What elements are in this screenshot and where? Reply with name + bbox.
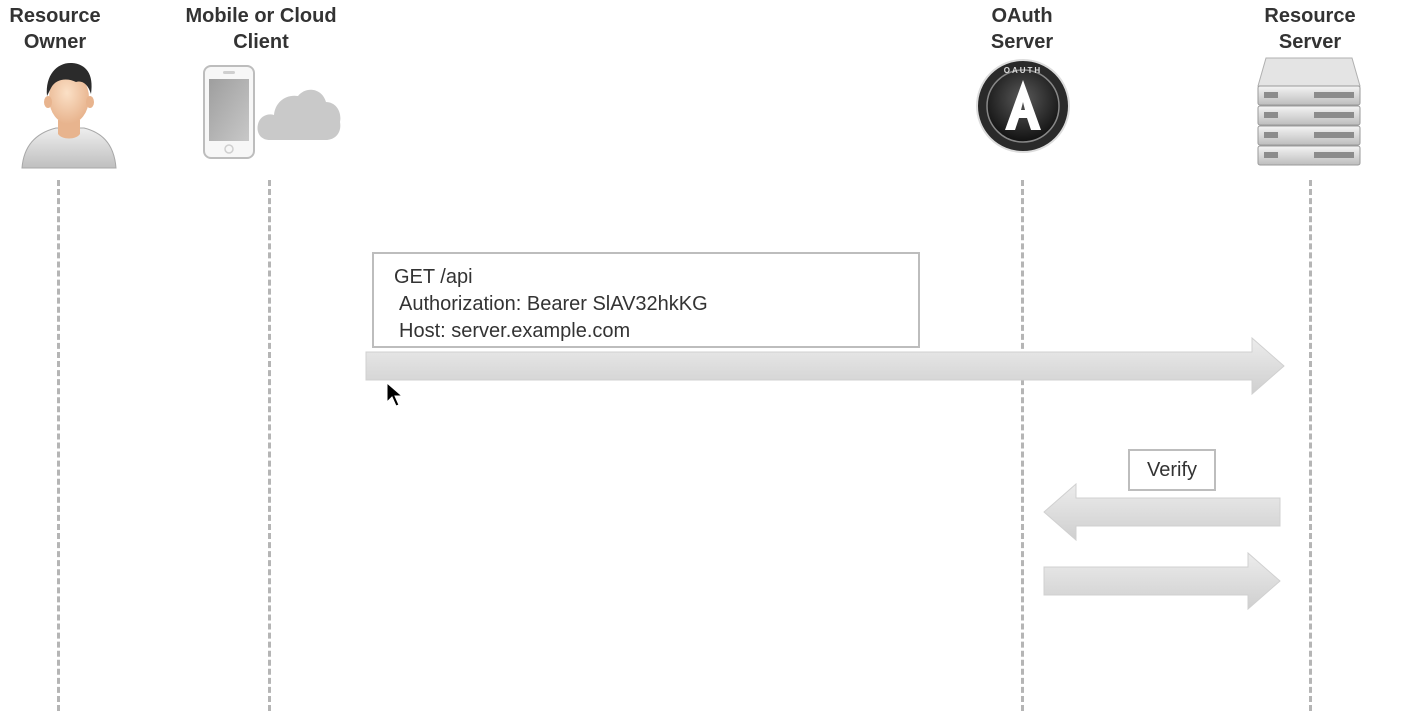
- verify-arrow: [1043, 482, 1281, 542]
- lifeline-resource-owner: [57, 180, 60, 711]
- actor-title-oauth-server: OAuth Server: [990, 5, 1054, 53]
- oauth-logo-icon: OAUTH: [976, 59, 1070, 153]
- actor-title-client: Mobile or Cloud Client: [185, 5, 337, 53]
- request-line-host: Host: server.example.com: [399, 320, 631, 342]
- actor-title-resource-owner: Resource Owner: [9, 5, 101, 53]
- oauth-logo-text: OAUTH: [1004, 66, 1042, 75]
- server-rack-icon: [1257, 57, 1361, 166]
- verify-label: Verify: [1146, 459, 1198, 481]
- request-line-method: GET /api: [394, 266, 473, 288]
- request-arrow: [365, 336, 1285, 396]
- cloud-icon: [257, 89, 341, 140]
- lifeline-oauth-server: [1021, 180, 1024, 711]
- request-message-box: GET /api Authorization: Bearer SlAV32hkK…: [372, 252, 920, 348]
- mouse-cursor-icon: [386, 382, 404, 407]
- verify-response-arrow: [1043, 551, 1281, 611]
- actor-title-resource-server: Resource Server: [1264, 5, 1356, 53]
- mobile-phone-icon: [203, 65, 255, 159]
- request-line-authorization: Authorization: Bearer SlAV32hkKG: [399, 293, 708, 315]
- user-icon: [21, 62, 117, 169]
- lifeline-client: [268, 180, 271, 711]
- lifeline-resource-server: [1309, 180, 1312, 711]
- verify-message-box: Verify: [1128, 449, 1216, 491]
